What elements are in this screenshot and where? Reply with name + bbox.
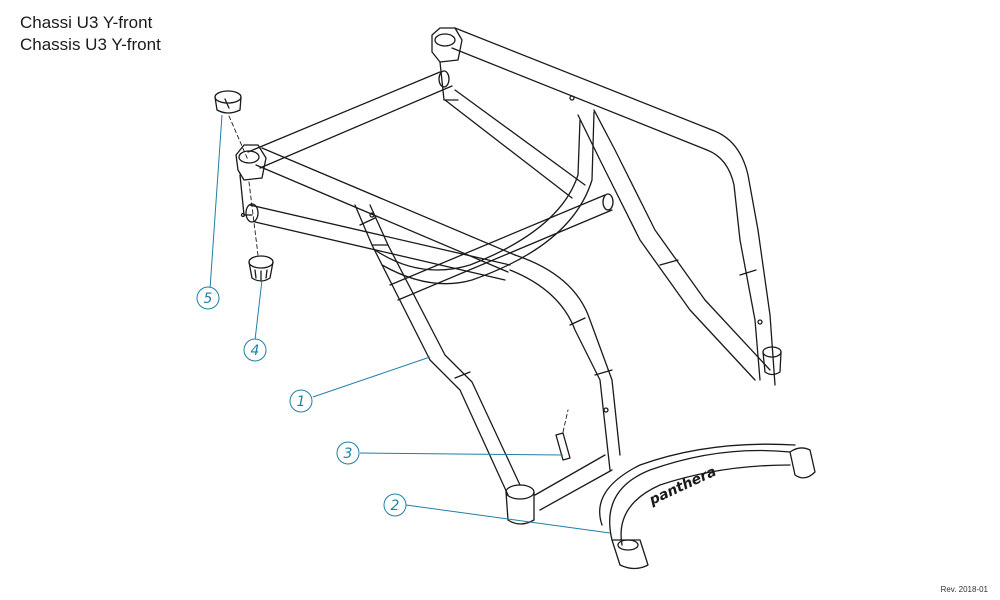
part-4-plug — [248, 255, 274, 282]
drawing-title: Chassi U3 Y-front Chassis U3 Y-front — [20, 12, 161, 56]
callout-5-label: 5 — [204, 291, 213, 307]
callout-2: 2 — [383, 493, 407, 517]
callout-2-label: 2 — [391, 498, 400, 514]
rear-top-socket — [431, 27, 463, 101]
rear-right-leg — [577, 109, 776, 386]
title-line-1: Chassi U3 Y-front — [20, 13, 153, 32]
title-line-2: Chassis U3 Y-front — [20, 35, 161, 54]
front-right-leg — [509, 254, 621, 471]
callout-5: 5 — [196, 286, 220, 310]
front-leg-bottom-socket — [505, 484, 535, 525]
lower-longitudinal-tube — [245, 203, 511, 281]
callout-1-label: 1 — [297, 394, 306, 410]
front-cross-tube — [247, 70, 453, 169]
callout-4: 4 — [243, 338, 267, 362]
callout-1: 1 — [289, 389, 313, 413]
top-front-tube — [255, 147, 516, 273]
rear-leg-bottom-socket — [762, 346, 782, 376]
part-5-cap — [214, 90, 242, 114]
top-rear-tube — [451, 27, 759, 241]
callout-leaders — [209, 114, 611, 534]
revision-label: Rev. 2018-01 — [940, 585, 988, 594]
lower-front-cross — [534, 454, 613, 511]
front-left-leg — [354, 204, 521, 496]
bolt-details — [240, 95, 763, 413]
front-top-socket — [235, 144, 267, 216]
callout-4-label: 4 — [251, 343, 260, 359]
callout-3: 3 — [336, 441, 360, 465]
center-bow-tube — [374, 111, 595, 285]
explode-lines — [228, 115, 569, 433]
callout-3-label: 3 — [344, 446, 353, 462]
part-3-bracket — [555, 432, 571, 461]
part-2-foot-support — [599, 443, 816, 570]
